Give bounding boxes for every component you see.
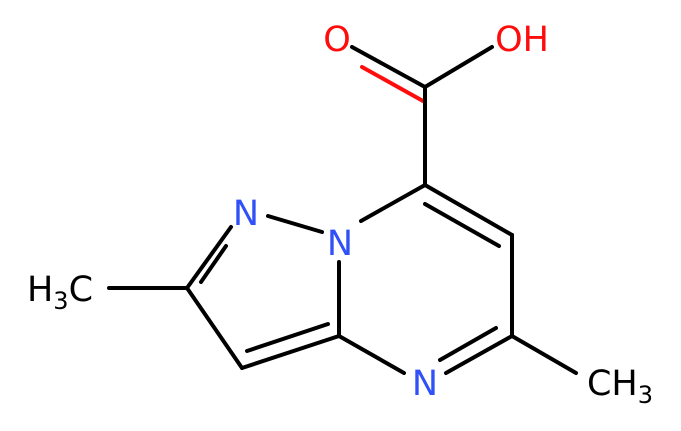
atom-label-n-pyrimidine: N [412, 364, 438, 404]
methyl-right-subscript: 3 [638, 381, 653, 409]
bond-n-bridge-n1 [266, 214, 324, 234]
bond-c3-c3a-inner [245, 322, 330, 353]
methyl-left-c: C [69, 270, 93, 310]
bond-c3-c3a [240, 334, 341, 370]
atom-label-oh: OH [495, 20, 549, 60]
bond-c-o-double-outer [350, 45, 427, 89]
bond-c-oh [423, 45, 494, 89]
atom-label-methyl-left: H3C [27, 270, 93, 315]
bond-c5-n4-inner [438, 326, 498, 362]
bond-c-o-double-inner [360, 65, 425, 103]
bond-c7-c6-inner [423, 202, 501, 248]
atom-label-o-carbonyl: O [323, 20, 351, 60]
atom-labels: O OH N N N H3C CH3 [27, 20, 653, 409]
atom-label-methyl-right: CH3 [587, 364, 653, 409]
bond-n4-c3a [337, 334, 406, 375]
bond-lines [107, 45, 578, 375]
bond-c5-methyl [510, 334, 578, 375]
methyl-right-ch: CH [587, 364, 638, 404]
methyl-left-h: H [27, 270, 53, 310]
bond-n1-c2 [185, 225, 233, 290]
bond-n-bridge-c7 [359, 183, 427, 223]
atom-label-n-bridge: N [327, 224, 353, 264]
atom-label-n-pyrazole: N [233, 194, 259, 234]
bond-n1-c2-inner [199, 244, 228, 284]
bond-c7-c6 [423, 183, 514, 237]
bond-c2-c3 [185, 286, 244, 370]
methyl-left-subscript: 3 [53, 287, 68, 315]
bond-c5-n4 [444, 334, 514, 375]
